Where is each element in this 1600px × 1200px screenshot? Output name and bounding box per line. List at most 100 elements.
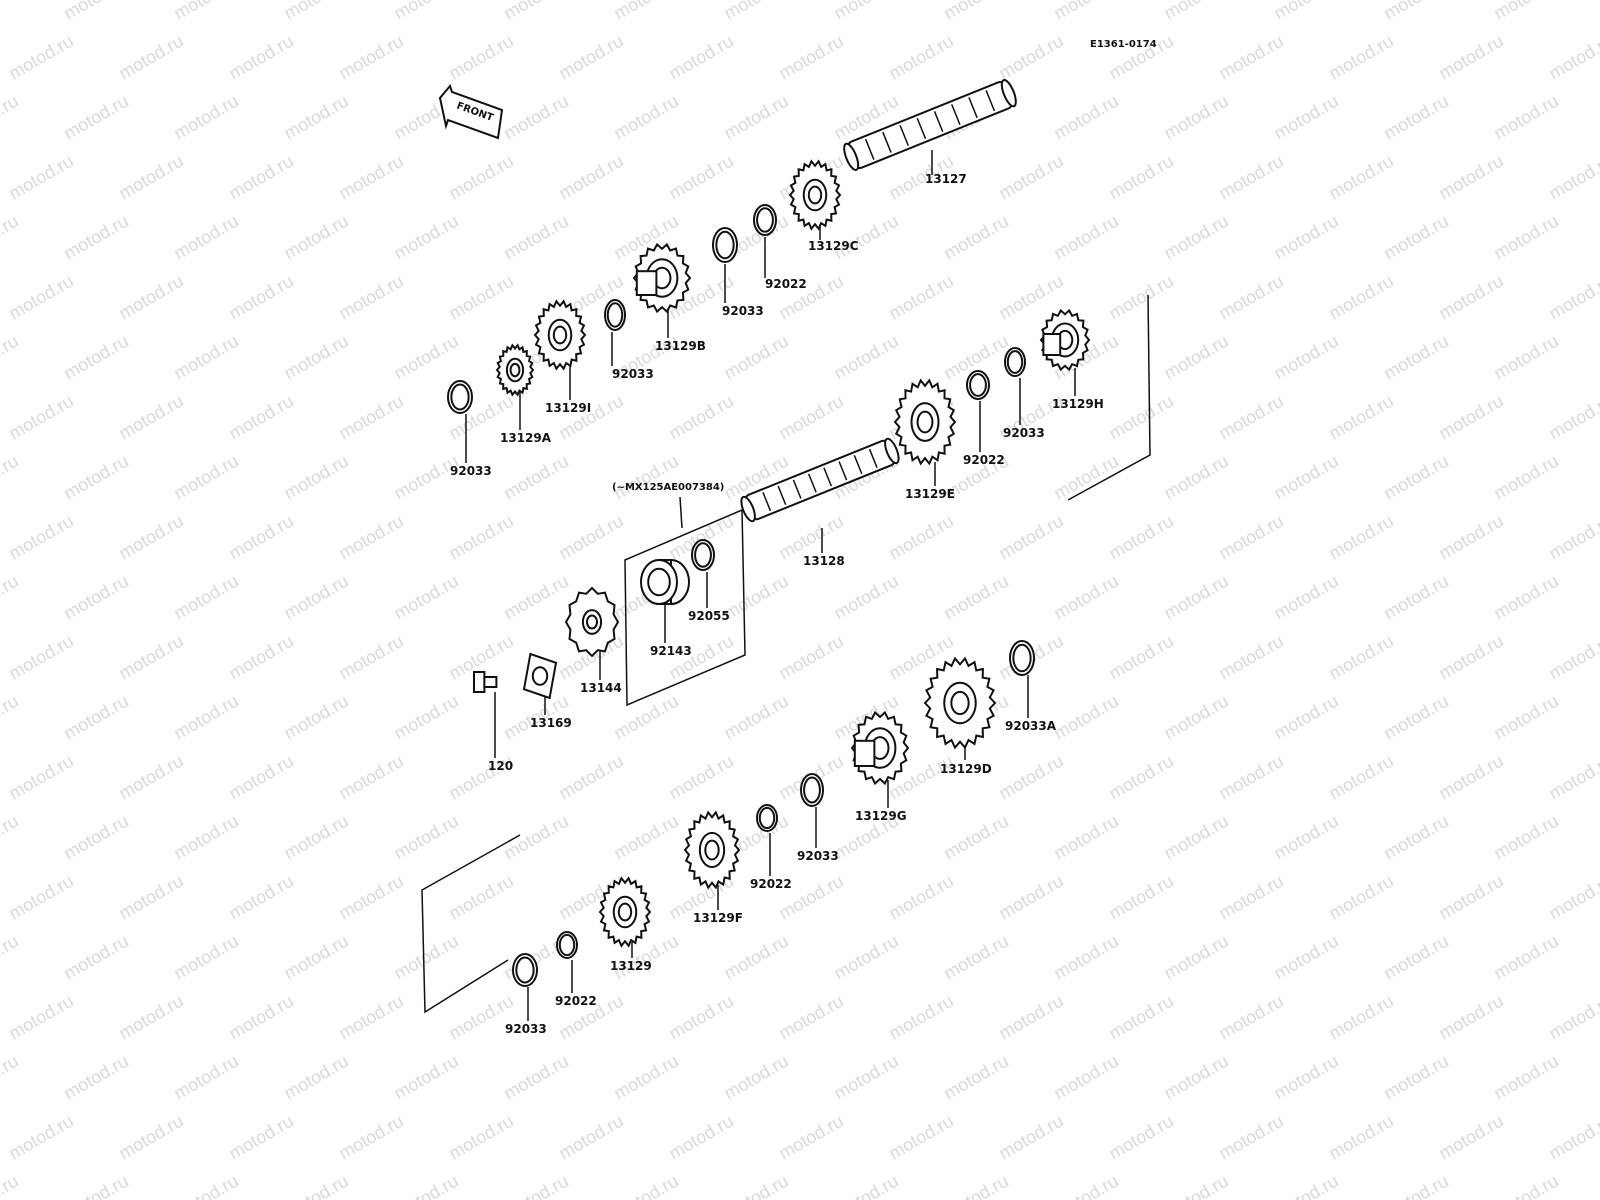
watermark-text: motod.ru [1215,271,1287,324]
watermark-text: motod.ru [1545,511,1600,564]
watermark-text: motod.ru [500,1171,572,1200]
watermark-text: motod.ru [0,211,22,264]
part-92033-b[interactable] [604,299,626,331]
watermark-text: motod.ru [995,1111,1067,1164]
watermark-text: motod.ru [170,571,242,624]
watermark-text: motod.ru [1160,211,1232,264]
part-120[interactable] [473,671,498,693]
part-label-13129d: 13129D [940,762,992,776]
watermark-text: motod.ru [1270,0,1342,23]
watermark-text: motod.ru [1380,571,1452,624]
watermark-text: motod.ru [1490,0,1562,23]
watermark-text: motod.ru [940,1051,1012,1104]
watermark-text: motod.ru [280,1171,352,1200]
watermark-text: motod.ru [390,0,462,23]
watermark-text: motod.ru [1160,691,1232,744]
diagram-code: E1361-0174 [1090,39,1157,50]
part-92022-a[interactable] [753,204,777,236]
watermark-text: motod.ru [885,991,957,1044]
part-13129d[interactable] [923,656,997,750]
watermark-text: motod.ru [5,751,77,804]
watermark-text: motod.ru [665,1111,737,1164]
part-label-92143: 92143 [650,644,692,658]
watermark-text: motod.ru [60,1171,132,1200]
watermark-text: motod.ru [335,31,407,84]
part-label-92033-f: 92033 [505,1022,547,1036]
watermark-text: motod.ru [1270,811,1342,864]
part-label-92033-b: 92033 [612,367,654,381]
watermark-text: motod.ru [0,811,22,864]
watermark-text: motod.ru [170,91,242,144]
part-92033-a[interactable] [712,227,738,263]
watermark-text: motod.ru [0,451,22,504]
watermark-text: motod.ru [1270,1171,1342,1200]
watermark-text: motod.ru [1545,871,1600,924]
watermark-text: motod.ru [1380,1051,1452,1104]
watermark-text: motod.ru [335,1111,407,1164]
watermark-text: motod.ru [1160,1051,1232,1104]
part-92033-e[interactable] [800,773,824,807]
watermark-text: motod.ru [995,31,1067,84]
watermark-text: motod.ru [115,631,187,684]
watermark-text: motod.ru [775,391,847,444]
watermark-text: motod.ru [1435,31,1507,84]
watermark-text: motod.ru [610,691,682,744]
watermark-text: motod.ru [0,1171,22,1200]
part-13129a[interactable] [495,343,535,397]
part-13127[interactable] [841,78,1018,171]
part-92033-c[interactable] [447,380,473,414]
watermark-text: motod.ru [5,991,77,1044]
watermark-text: motod.ru [1490,1171,1562,1200]
part-92022-b[interactable] [966,370,990,400]
part-92022-d[interactable] [556,931,578,959]
watermark-text: motod.ru [60,211,132,264]
watermark-text: motod.ru [1215,511,1287,564]
watermark-text: motod.ru [1160,91,1232,144]
watermark-text: motod.ru [1325,631,1397,684]
part-label-13127: 13127 [925,172,967,186]
watermark-text: motod.ru [1490,571,1562,624]
part-92033-d[interactable] [1004,347,1026,377]
watermark-text: motod.ru [1435,151,1507,204]
part-92033a[interactable] [1009,640,1035,676]
part-13129e[interactable] [893,378,957,466]
part-92022-c[interactable] [756,804,778,832]
watermark-text: motod.ru [170,451,242,504]
watermark-text: motod.ru [830,331,902,384]
part-13129c[interactable] [788,159,842,231]
watermark-text: motod.ru [1435,511,1507,564]
part-label-13129i: 13129I [545,401,591,415]
watermark-text: motod.ru [280,451,352,504]
watermark-text: motod.ru [555,1111,627,1164]
watermark-text: motod.ru [280,691,352,744]
part-13128[interactable] [739,437,902,523]
part-13144[interactable] [564,586,620,658]
part-92143[interactable] [640,559,690,605]
watermark-text: motod.ru [390,931,462,984]
watermark-text: motod.ru [115,751,187,804]
watermark-text: motod.ru [1490,331,1562,384]
part-13129b[interactable] [632,242,692,314]
part-13129g[interactable] [850,710,910,786]
part-13169[interactable] [522,652,558,700]
part-label-13129h: 13129H [1052,397,1104,411]
watermark-text: motod.ru [610,91,682,144]
watermark-text: motod.ru [280,91,352,144]
part-label-13129c: 13129C [808,239,859,253]
watermark-text: motod.ru [1050,931,1122,984]
watermark-text: motod.ru [225,151,297,204]
part-13129i[interactable] [533,299,587,371]
watermark-text: motod.ru [1160,571,1232,624]
watermark-text: motod.ru [830,0,902,23]
watermark-text: motod.ru [1215,631,1287,684]
part-92055[interactable] [691,539,715,571]
watermark-text: motod.ru [1435,631,1507,684]
watermark-text: motod.ru [225,31,297,84]
watermark-text: motod.ru [445,1111,517,1164]
watermark-text: motod.ru [665,391,737,444]
part-13129f[interactable] [683,810,741,890]
part-92033-f[interactable] [512,953,538,987]
part-13129[interactable] [598,876,652,948]
part-13129h[interactable] [1039,308,1091,372]
watermark-text: motod.ru [335,751,407,804]
